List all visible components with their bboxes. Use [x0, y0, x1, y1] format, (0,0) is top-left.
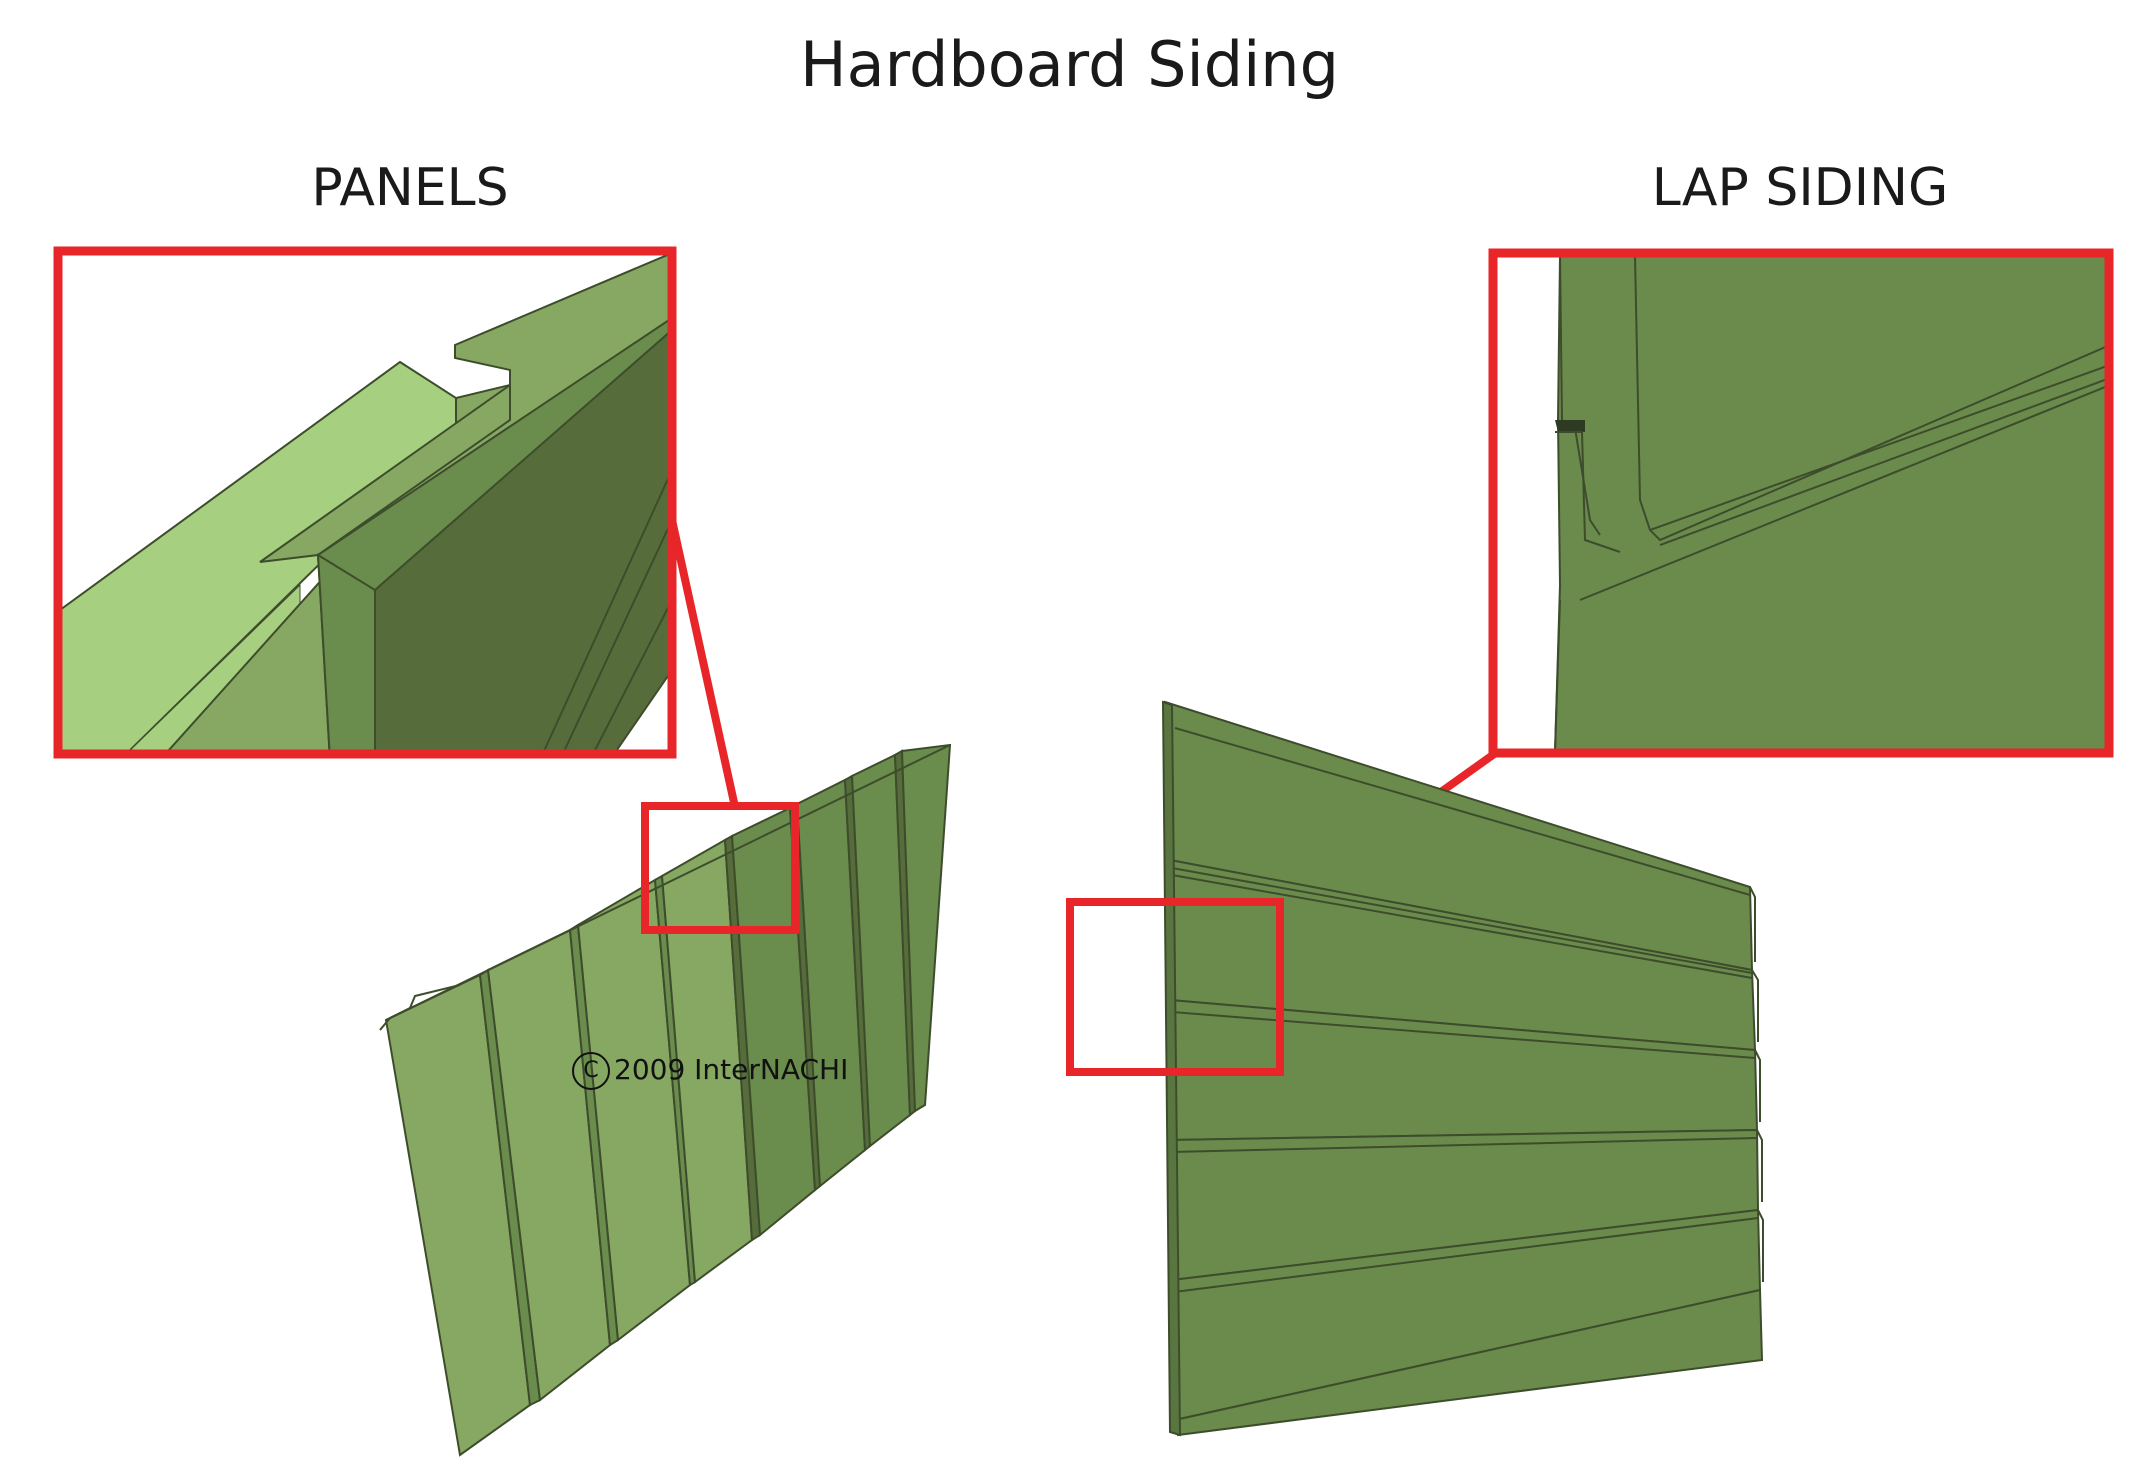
lap-siding-wall: [1161, 700, 1764, 1437]
panels-zoom-frame: [53, 246, 677, 759]
panels-callout-line: [668, 519, 739, 808]
lap-highlight-box: [1066, 898, 1284, 1076]
copyright-text: 2009 InterNACHI: [614, 1053, 849, 1086]
diagram-title: Hardboard Siding: [800, 28, 1339, 101]
panels-highlight-box: [641, 802, 799, 934]
panels-zoom-detail: [60, 253, 672, 753]
copyright-icon: C: [572, 1052, 610, 1090]
lap-siding-label: LAP SIDING: [1651, 158, 1949, 218]
lap-zoom-detail: [1500, 256, 2110, 752]
panels-label: PANELS: [311, 158, 509, 218]
panels-wall: [379, 743, 952, 1457]
lap-zoom-frame: [1488, 248, 2114, 758]
